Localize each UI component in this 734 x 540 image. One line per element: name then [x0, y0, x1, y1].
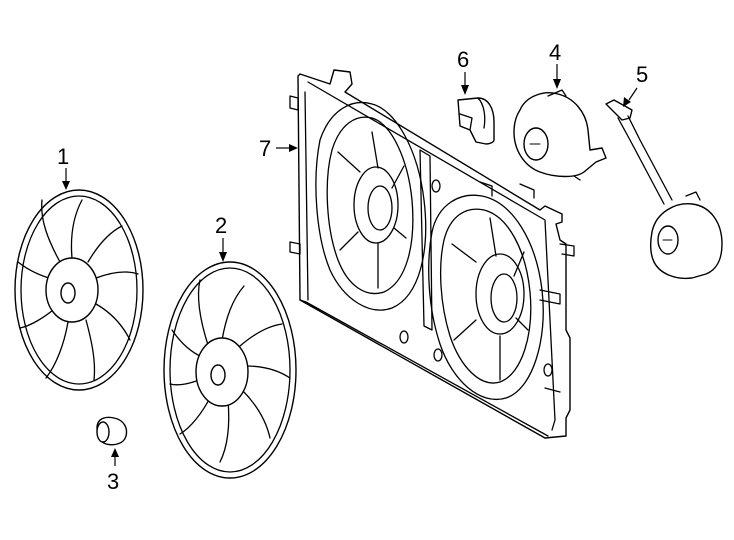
fan-motor-5	[605, 99, 723, 280]
fan-blade-1	[14, 189, 144, 391]
fan-shroud-7	[289, 69, 575, 439]
callout-7-label: 7	[259, 136, 271, 161]
callout-5: 5	[623, 62, 648, 107]
callout-7: 7	[259, 136, 298, 161]
fan-blade-2	[163, 261, 297, 479]
callout-3: 3	[107, 448, 119, 494]
callout-2-label: 2	[215, 213, 227, 238]
callout-1-label: 1	[57, 144, 69, 169]
fan-motor-4	[513, 89, 607, 181]
fan-cap-3	[96, 416, 128, 446]
callout-6: 6	[457, 47, 469, 95]
callout-2: 2	[215, 213, 227, 262]
callout-3-label: 3	[107, 469, 119, 494]
callout-5-label: 5	[636, 62, 648, 87]
callout-6-label: 6	[457, 47, 469, 72]
callout-4-label: 4	[549, 40, 561, 65]
callout-1: 1	[57, 144, 70, 190]
callout-4: 4	[549, 40, 561, 89]
bracket-6	[457, 97, 495, 145]
